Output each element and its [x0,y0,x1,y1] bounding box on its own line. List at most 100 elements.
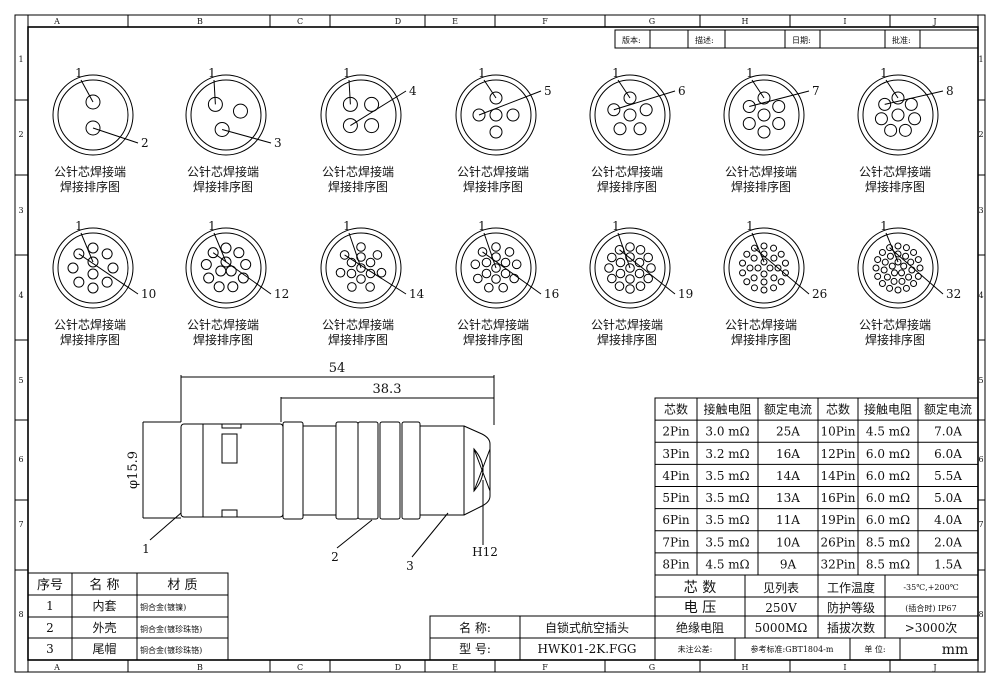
pin-contact [739,259,747,267]
pin-contact [886,284,894,292]
spec-cell: 4.0A [934,513,962,527]
pin-contact [777,250,785,258]
spec-cell: 4Pin [662,469,690,483]
temp-value: -35℃,+200℃ [903,583,958,592]
grid-column-label: I [843,17,846,26]
voltage-value: 250V [765,601,797,615]
grid-row-label: 4 [978,291,983,300]
pinout-caption-line1: 公针芯焊接端 [457,164,529,179]
grid-row-label: 6 [18,455,23,464]
grid-row-label: 7 [18,520,23,529]
pin-contact [506,108,520,122]
pin-contact [607,252,617,263]
connector-face-outer [52,227,134,309]
pin-contact [770,284,778,292]
grid-column-label: B [197,17,203,26]
pin-contact [898,277,906,285]
pin-contact [489,91,503,105]
pin-label-first: 1 [208,66,216,80]
pin-label-first: 1 [343,66,351,80]
parts-cell: 铜合金(镀镍) [140,602,186,612]
grid-row-label: 5 [978,376,983,385]
grid-column-label: D [395,17,401,26]
spec-cell: 7.0A [934,425,962,439]
pinout-caption-line2: 焊接排序图 [60,332,120,347]
pin-label-first: 1 [208,219,216,233]
pin-contact [639,103,653,117]
pin-contact [743,278,751,286]
connector-face-inner [862,79,934,151]
grid-row-label: 5 [18,376,23,385]
pinout-caption-line1: 公针芯焊接端 [187,317,259,332]
grid-row-label: 1 [18,55,23,64]
pin-contact [615,268,626,279]
pinout-caption-line1: 公针芯焊接端 [54,164,126,179]
pinout-caption-line2: 焊接排序图 [193,332,253,347]
spec-cell: 10A [776,535,800,549]
pin-contact [884,123,898,137]
pin-contact [625,242,635,252]
standard-label: 参考标准:GBT1804-m [751,644,834,654]
pinout-caption-line1: 公针芯焊接端 [859,164,931,179]
connector-face-inner [57,232,129,304]
pinout-caption-line1: 公针芯焊接端 [591,164,663,179]
pinout-caption-line1: 公针芯焊接端 [725,317,797,332]
pin-contact [500,268,511,279]
pin-contact [607,103,621,117]
pin-contact [625,284,635,294]
grid-column-label: F [542,663,548,672]
grid-row-label: 4 [18,291,23,300]
grid-column-label: A [53,663,60,672]
pin-contact [781,259,789,267]
pin-contact [227,281,239,293]
connector-face-outer [185,227,267,309]
spec-cell: 10Pin [821,425,856,439]
grid-row-label: 3 [18,206,23,215]
pin-contact [910,248,918,256]
pin-contact [215,265,227,277]
spec-cell: 3.5 mΩ [705,513,749,527]
pin-contact [878,280,886,288]
pinout-caption-line2: 焊接排序图 [597,332,657,347]
pin-contact [491,274,501,284]
pin-contact [760,242,768,250]
pin-contact [481,268,492,279]
parts-cell: 内套 [92,599,116,613]
pin-contact [635,281,646,291]
revision-block: 版本: 描述: 日期: 批准: [614,29,979,49]
version-label: 版本: [622,35,641,45]
pin-contact [774,264,782,272]
pin-contact [914,256,922,264]
pin-contact [107,262,119,274]
connector-face-inner [728,232,800,304]
pin-label-last: 5 [544,84,552,98]
connector-face-outer [455,74,537,156]
spec-cell: 4.5 mΩ [866,425,910,439]
pin-label-first: 1 [75,66,83,80]
parts-cell: 2 [46,621,54,635]
pin-label-first: 1 [746,219,754,233]
grid-row-label: 2 [978,130,983,139]
pin-contact [872,264,880,272]
pin-label-last: 16 [544,287,559,301]
pin-contact [372,250,383,260]
spec-cell: 16Pin [821,491,856,505]
grid-row-label: 6 [978,455,983,464]
spec-cell: 8.5 mΩ [866,557,910,571]
grid-column-label: I [843,663,846,672]
pin-contact [894,242,902,250]
pinout-caption-line1: 公针芯焊接端 [725,164,797,179]
parts-cell: 外壳 [92,621,116,635]
pin-contact [902,252,910,260]
pin-contact [470,259,481,270]
spec-cell: 6.0 mΩ [866,513,910,527]
